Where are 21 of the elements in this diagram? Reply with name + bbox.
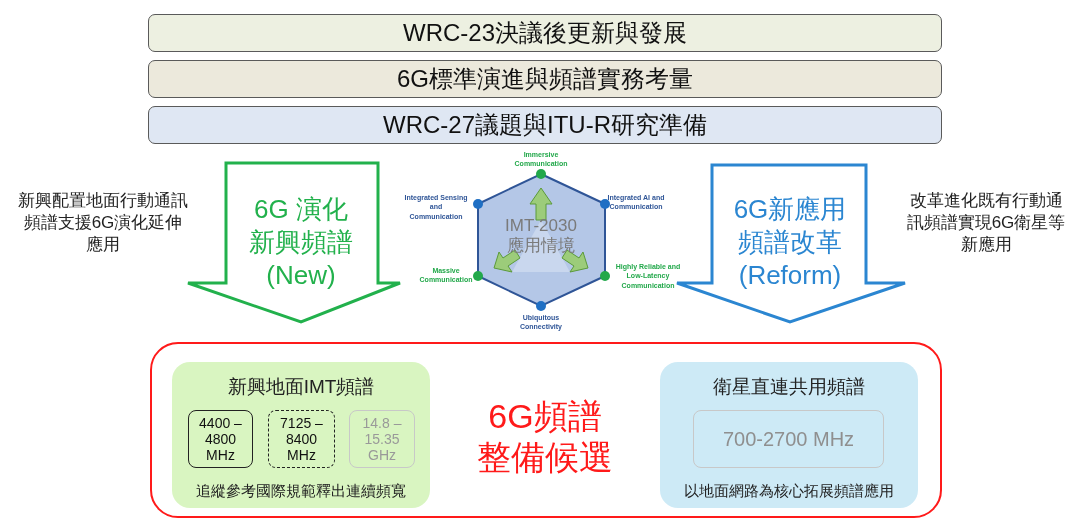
band-box: 7125 – 8400 MHz [268, 410, 335, 468]
side-note: 改革進化既有行動通訊頻譜實現6G衛星等新應用 [906, 190, 1066, 257]
panel-heading: 衛星直連共用頻譜 [712, 375, 866, 399]
candidate-frame [150, 342, 942, 518]
band-box: 14.8 – 15.35 GHz [349, 410, 415, 468]
hexagon-label: IMT-2030 應用情境 [504, 216, 578, 257]
arrow-label: 6G 演化新興頻譜(New) [248, 193, 354, 293]
down-arrow [186, 161, 402, 325]
panel-heading: 新興地面IMT頻譜 [226, 375, 376, 399]
title-banner: WRC-27議題與ITU-R研究準備 [148, 106, 942, 144]
spectrum-panel [172, 362, 430, 508]
arrow-label: 6G新應用頻譜改革(Reform) [732, 193, 848, 293]
spectrum-panel [660, 362, 918, 508]
title-banner: WRC-23決議後更新與發展 [148, 14, 942, 52]
panel-caption: 追縱參考國際規範釋出連續頻寬 [195, 482, 407, 501]
title-banner: 6G標準演進與頻譜實務考量 [148, 60, 942, 98]
band-box: 700-2700 MHz [693, 410, 884, 468]
band-box: 4400 – 4800 MHz [188, 410, 253, 468]
frame-title: 6G頻譜整備候選 [476, 396, 614, 478]
side-note: 新興配置地面行動通訊頻譜支援6G演化延伸應用 [18, 190, 188, 257]
panel-caption: 以地面網路為核心拓展頻譜應用 [683, 482, 895, 501]
